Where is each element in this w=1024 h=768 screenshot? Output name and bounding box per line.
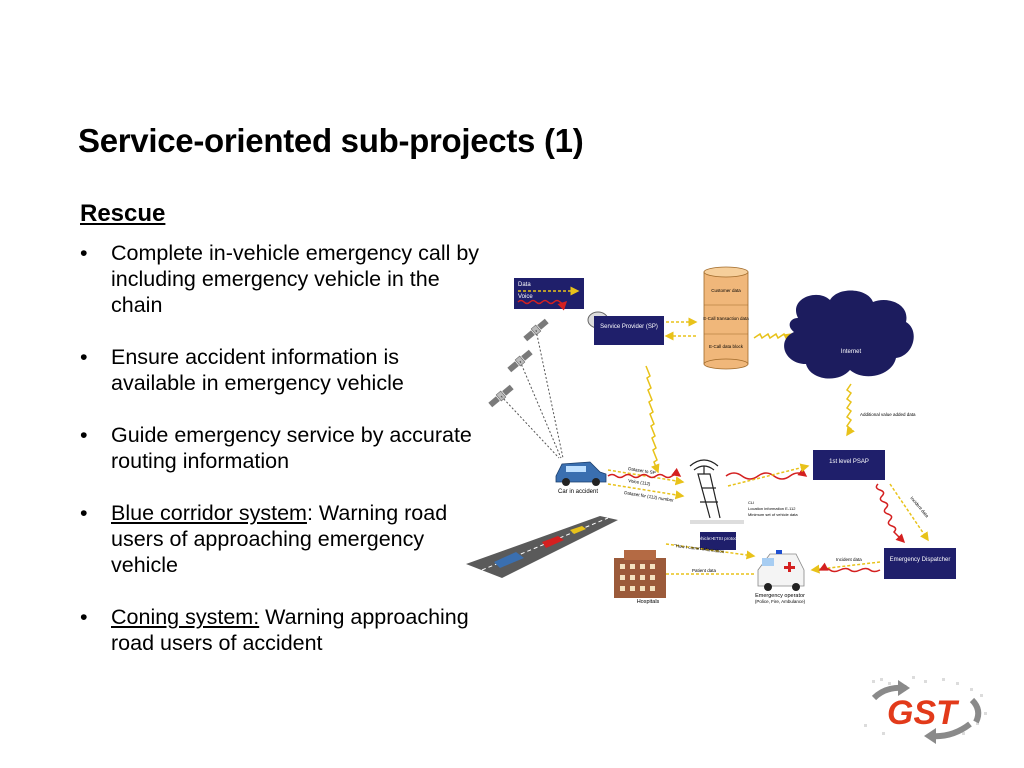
ecall-rescue-diagram: Data Voice Service Provider (SP) Custome… — [466, 266, 956, 605]
legend-data-label: Data — [518, 282, 531, 288]
database-segment-label: E-Call transaction data — [703, 316, 749, 321]
database-cylinder: Customer data E-Call transaction data E-… — [703, 266, 749, 370]
gst-logo: GST — [864, 676, 987, 744]
psap-label: 1st level PSAP — [829, 459, 869, 465]
bullet-dot: • — [80, 605, 88, 629]
hows-come-label: "How I came" information — [674, 543, 725, 554]
car-in-accident-label: Car in accident — [558, 489, 598, 495]
internet-label: Internet — [841, 349, 862, 355]
bullet-text: Complete in-vehicle emergency call by in… — [111, 241, 480, 317]
psap-box: 1st level PSAP — [813, 450, 885, 480]
logo-map-dots — [864, 676, 987, 735]
call-label: Voice (112) — [628, 478, 651, 487]
cli-note: Location information E-112 — [748, 506, 796, 511]
bullet-dot: • — [80, 423, 88, 447]
emergency-dispatcher-box: Emergency Dispatcher — [884, 548, 956, 579]
legend-box: Data Voice — [514, 278, 584, 311]
protocol-label: Vehicle>ETSI protocol — [696, 536, 740, 541]
legend-voice-label: Voice — [518, 294, 533, 300]
emergency-operator-label: Emergency operator — [755, 593, 805, 599]
database-segment-label: Customer data — [711, 288, 741, 293]
ambulance-icon — [757, 550, 805, 591]
cli-note: CLI — [748, 500, 754, 505]
protocol-box: Vehicle>ETSI protocol — [696, 532, 740, 550]
cli-note: Minimum set of vehicle data — [748, 512, 798, 517]
hospital-building-icon — [614, 550, 666, 598]
bullet-text: Warning approaching road users of accide… — [111, 605, 469, 655]
bullet-list: • Complete in-vehicle emergency call by … — [80, 240, 480, 682]
bullet-text: Ensure accident information is available… — [111, 345, 404, 395]
emergency-operator-sub-label: (Police, Fire, Ambulance) — [755, 599, 806, 604]
service-provider-label: Service Provider (SP) — [600, 324, 658, 330]
bullet-text: : Warning road users of approaching emer… — [111, 501, 448, 577]
incident-data-label: Incident data — [909, 495, 930, 518]
bullet-item: • Blue corridor system: Warning road use… — [80, 500, 480, 578]
bullet-item: • Complete in-vehicle emergency call by … — [80, 240, 480, 318]
car-in-accident-icon — [555, 461, 607, 486]
bullet-item: • Coning system: Warning approaching roa… — [80, 604, 480, 656]
satellite-icon — [488, 384, 514, 408]
internet-cloud: Internet — [784, 290, 914, 379]
bullet-dot: • — [80, 501, 88, 525]
slide-title: Service-oriented sub-projects (1) — [78, 122, 584, 159]
bullet-item: • Ensure accident information is availab… — [80, 344, 480, 396]
additional-value-label: Additional value added data — [860, 412, 916, 417]
patient-data-label: Patient data — [692, 568, 717, 573]
section-heading-rescue: Rescue — [80, 200, 166, 227]
bullet-link-blue-corridor: Blue corridor system — [111, 501, 307, 525]
incident-data-label: Incident data — [836, 557, 862, 562]
emergency-dispatcher-label: Emergency Dispatcher — [890, 557, 951, 563]
bullet-dot: • — [80, 241, 88, 265]
call-label: Dataset for (112) number — [624, 490, 675, 503]
bullet-text: Guide emergency service by accurate rout… — [111, 423, 472, 473]
database-segment-label: E-Call data block — [709, 344, 744, 349]
bullet-dot: • — [80, 345, 88, 369]
logo-text: GST — [887, 694, 960, 732]
bullet-item: • Guide emergency service by accurate ro… — [80, 422, 480, 474]
cell-tower-icon — [689, 459, 721, 519]
road-with-cars-illustration — [466, 516, 618, 578]
hospitals-label: Hospitals — [637, 599, 660, 605]
service-provider-box: Service Provider (SP) — [594, 316, 664, 345]
bullet-link-coning: Coning system: — [111, 605, 260, 629]
call-label: Dataset to SP — [628, 466, 656, 475]
tower-base — [690, 520, 744, 524]
